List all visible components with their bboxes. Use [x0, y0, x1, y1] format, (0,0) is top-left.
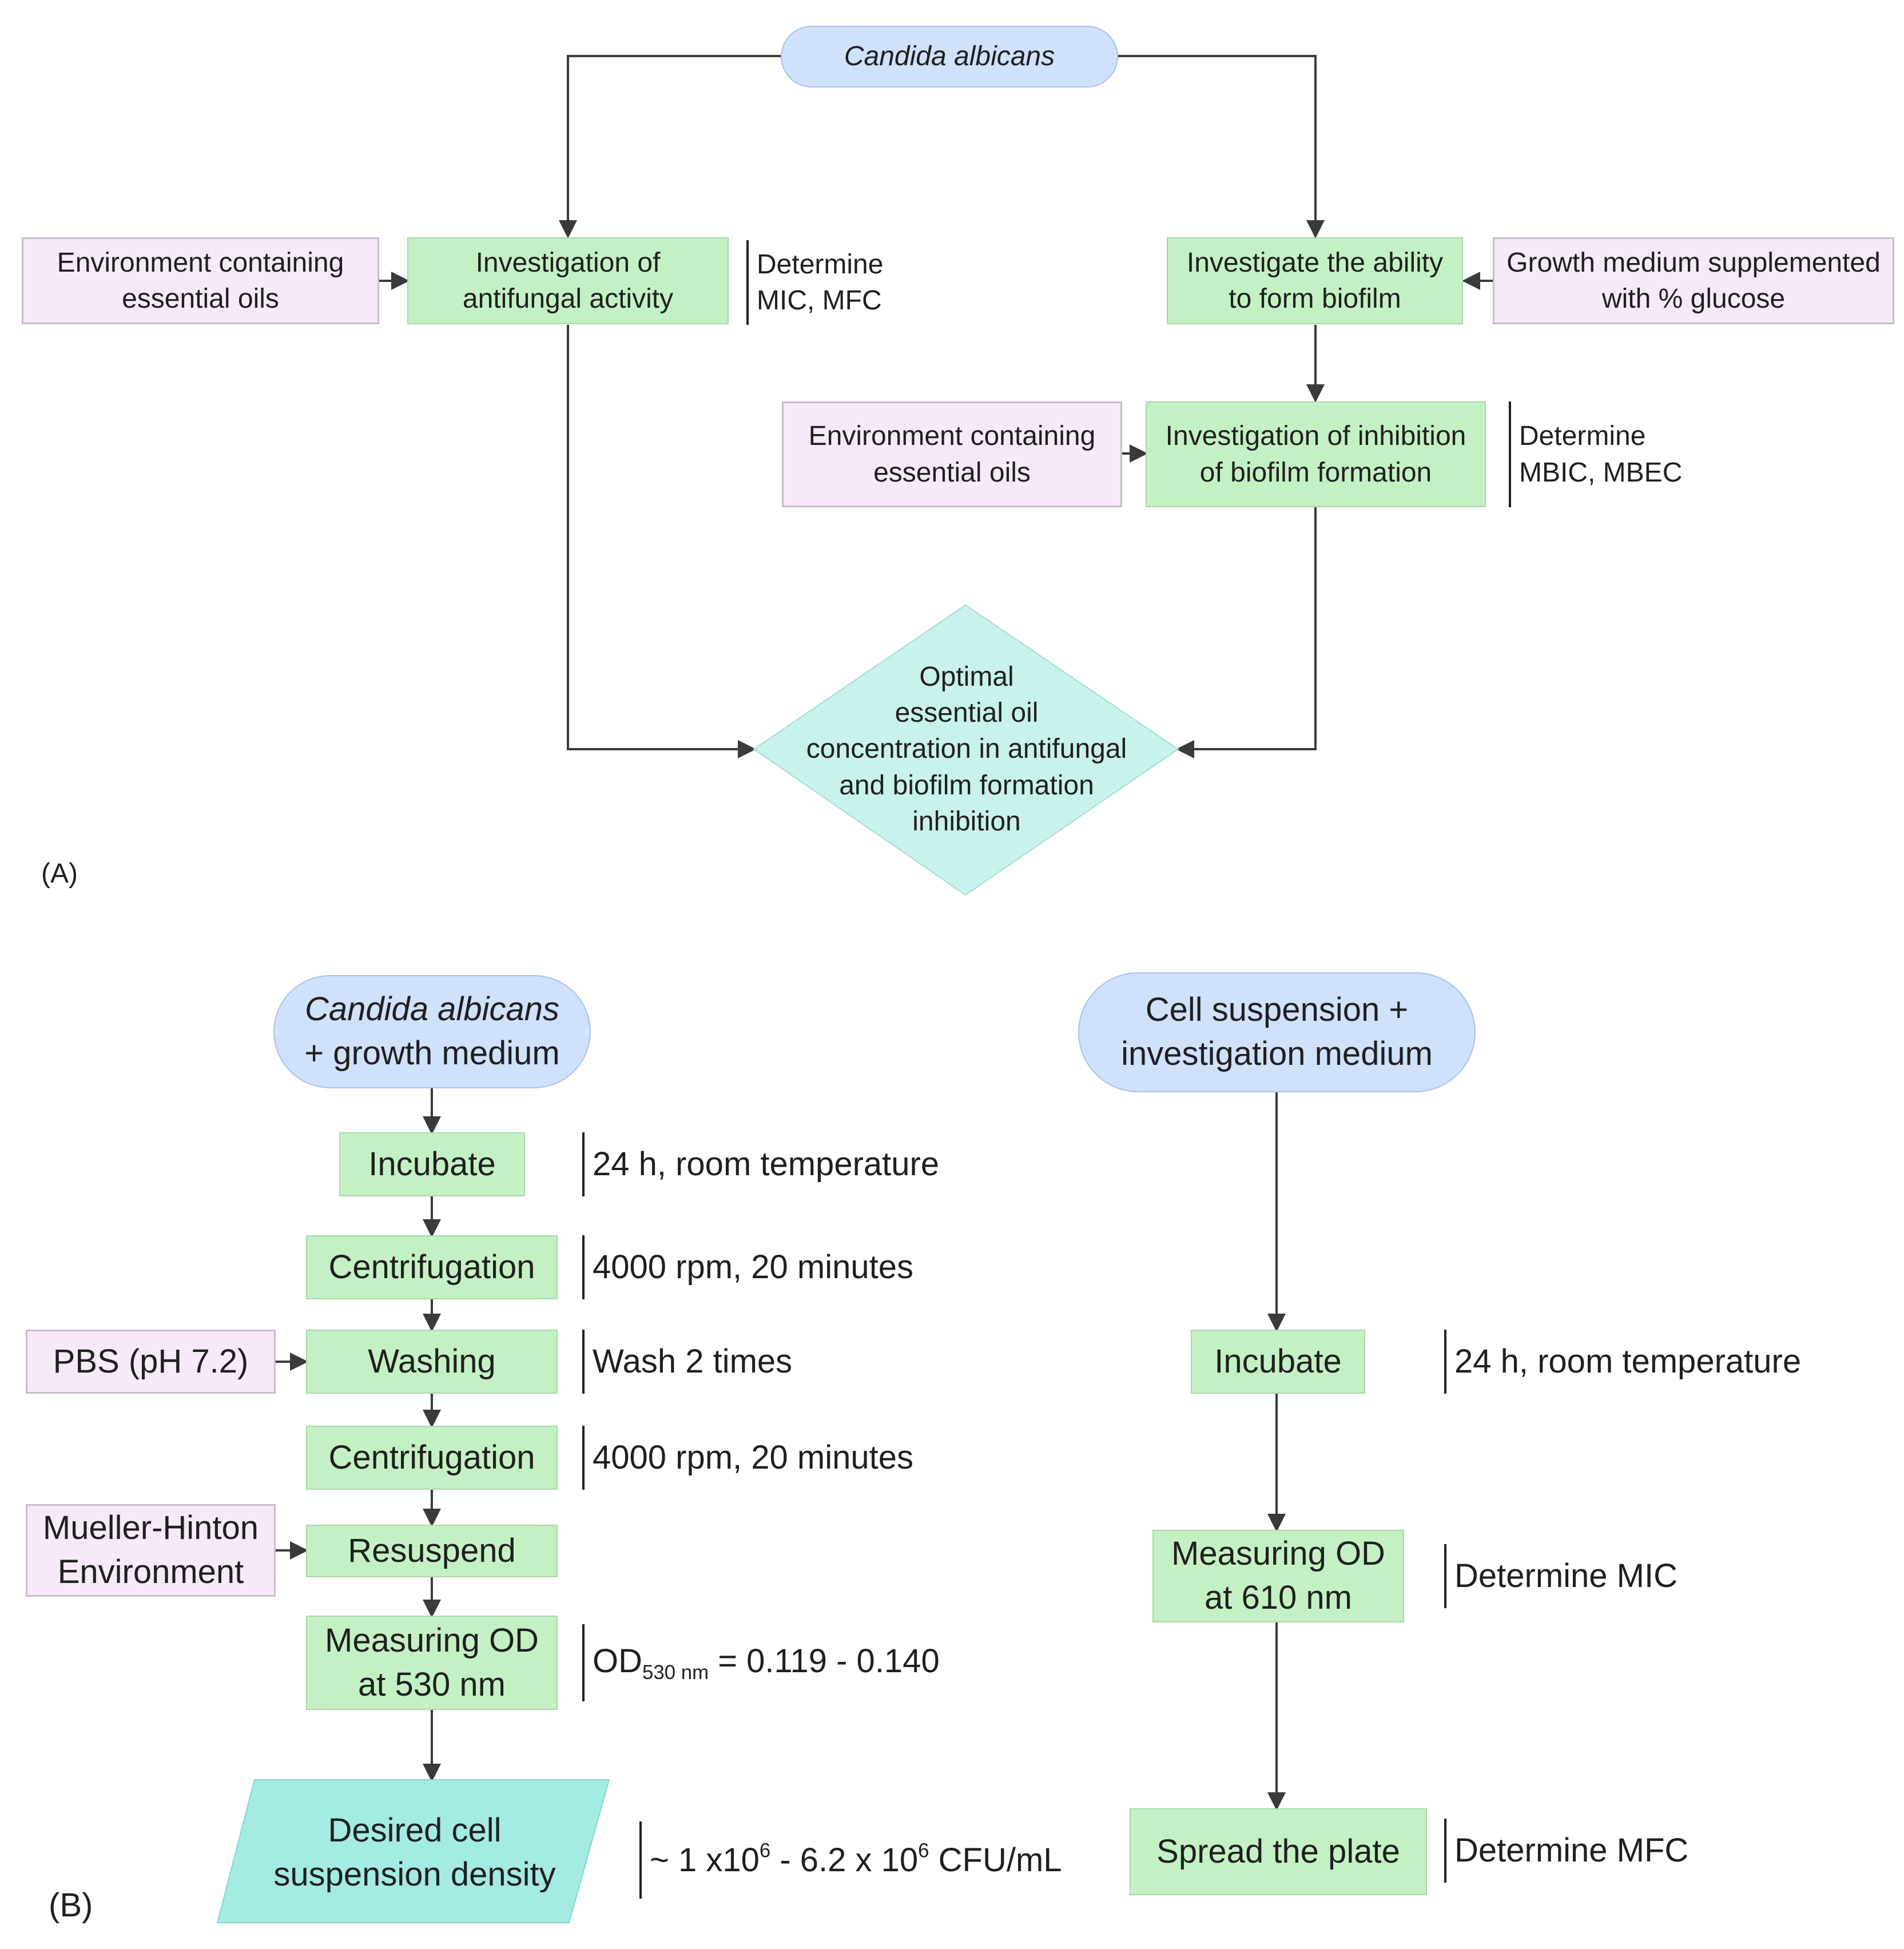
density-note: ~ 1 x106 - 6.2 x 106 CFU/mL — [639, 1821, 1062, 1899]
washing-text: Washing — [368, 1342, 496, 1380]
centrifugation-1-text: Centrifugation — [328, 1248, 535, 1286]
centrifugation-2-note: 4000 rpm, 20 minutes — [582, 1426, 913, 1490]
optimal-line4: and biofilm formation — [839, 770, 1094, 801]
density-note-text: ~ 1 x106 - 6.2 x 106 CFU/mL — [650, 1840, 1062, 1880]
desired-density-line2: suspension density — [273, 1856, 556, 1893]
incubate-left-text: Incubate — [368, 1145, 496, 1183]
cell-suspension-start: Cell suspension + investigation medium — [1078, 972, 1476, 1092]
measure-od-530-line2: at 530 nm — [358, 1665, 506, 1703]
measure-od-530-box: Measuring OD at 530 nm — [306, 1616, 558, 1710]
growth-medium-text: Growth medium supplemented with % glucos… — [1506, 247, 1881, 314]
washing-note: Wash 2 times — [582, 1330, 792, 1394]
measure-od-610-box: Measuring OD at 610 nm — [1152, 1530, 1404, 1622]
determine-mic-mfc-note: Determine MIC, MFC — [746, 240, 883, 325]
washing-note-text: Wash 2 times — [593, 1343, 793, 1381]
candida-start-line2: + growth medium — [304, 1035, 560, 1072]
env-essential-oils-mid: Environment containing essential oils — [782, 401, 1122, 507]
centrifugation-2-box: Centrifugation — [306, 1426, 558, 1490]
panel-b-label: (B) — [49, 1887, 93, 1924]
desired-density-data: Desired cell suspension density — [220, 1784, 609, 1922]
antifungal-activity-box: Investigation of antifungal activity — [407, 237, 729, 324]
inhibition-biofilm-box: Investigation of inhibition of biofilm f… — [1146, 401, 1486, 507]
env-essential-oils-mid-text: Environment containing essential oils — [808, 421, 1096, 488]
optimal-line3: concentration in antifungal — [806, 734, 1127, 765]
measure-od-610-line2: at 610 nm — [1205, 1579, 1352, 1616]
od-530-note-text: OD530 nm = 0.119 - 0.140 — [593, 1641, 940, 1685]
centrifugation-1-note: 4000 rpm, 20 minutes — [582, 1235, 913, 1299]
determine-mbic-mbec-line1: Determine — [1519, 421, 1646, 452]
biofilm-ability-box: Investigate the ability to form biofilm — [1167, 237, 1463, 324]
optimal-diamond-shape — [753, 604, 1179, 896]
incubate-right-box: Incubate — [1191, 1330, 1365, 1394]
determine-mbic-mbec-note: Determine MBIC, MBEC — [1509, 401, 1682, 507]
desired-density-line1: Desired cell — [328, 1812, 502, 1849]
optimal-line2: essential oil — [895, 697, 1039, 728]
determine-mbic-mbec-line2: MBIC, MBEC — [1519, 457, 1683, 488]
candida-albicans-root: Candida albicans — [781, 26, 1118, 87]
panel-a-label: (A) — [41, 858, 78, 889]
pbs-text: PBS (pH 7.2) — [53, 1342, 249, 1380]
resuspend-box: Resuspend — [306, 1525, 558, 1577]
candida-albicans-root-text: Candida albicans — [844, 41, 1055, 72]
spread-plate-box: Spread the plate — [1130, 1808, 1427, 1895]
determine-mfc-note: Determine MFC — [1444, 1819, 1688, 1883]
incubate-right-note-text: 24 h, room temperature — [1454, 1343, 1802, 1381]
od-530-value: = 0.119 - 0.140 — [709, 1642, 940, 1680]
resuspend-text: Resuspend — [348, 1532, 516, 1569]
pbs-box: PBS (pH 7.2) — [26, 1330, 276, 1394]
determine-mic-note: Determine MIC — [1444, 1544, 1678, 1608]
determine-mic-mfc-line1: Determine — [757, 249, 884, 280]
biofilm-ability-text: Investigate the ability to form biofilm — [1186, 247, 1444, 314]
density-parallelogram-shape — [216, 1779, 610, 1923]
mueller-hinton-line1: Mueller-Hinton — [42, 1509, 259, 1547]
od-530-prefix: OD — [593, 1642, 642, 1680]
cell-suspension-line1: Cell suspension + — [1145, 991, 1409, 1029]
optimal-line1: Optimal — [919, 661, 1014, 692]
candida-start-line1: Candida albicans — [305, 991, 559, 1028]
incubate-right-note: 24 h, room temperature — [1444, 1330, 1801, 1394]
determine-mfc-note-text: Determine MFC — [1454, 1832, 1689, 1870]
optimal-line5: inhibition — [912, 806, 1021, 837]
density-b-sup: 6 — [918, 1839, 929, 1862]
edge-antifungal-to-optimal — [567, 325, 756, 758]
centrifugation-2-note-text: 4000 rpm, 20 minutes — [593, 1439, 913, 1477]
density-b: - 6.2 x 10 — [770, 1841, 919, 1879]
mueller-hinton-box: Mueller-Hinton Environment — [26, 1504, 276, 1597]
determine-mic-note-text: Determine MIC — [1454, 1557, 1678, 1595]
mueller-hinton-line2: Environment — [57, 1553, 244, 1590]
optimal-concentration-decision: Optimal essential oil concentration in a… — [795, 658, 1138, 841]
env-essential-oils-left: Environment containing essential oils — [22, 237, 379, 324]
density-c: CFU/mL — [929, 1841, 1062, 1879]
growth-medium-box: Growth medium supplemented with % glucos… — [1493, 237, 1894, 324]
determine-mic-mfc-line2: MIC, MFC — [757, 285, 882, 316]
measure-od-610-line1: Measuring OD — [1171, 1535, 1385, 1573]
env-essential-oils-left-text: Environment containing essential oils — [57, 247, 344, 314]
density-a: ~ 1 x10 — [650, 1841, 760, 1879]
candida-growth-medium-start: Candida albicans + growth medium — [273, 975, 591, 1088]
density-a-sup: 6 — [759, 1839, 771, 1862]
centrifugation-2-text: Centrifugation — [328, 1438, 535, 1476]
incubate-left-note-text: 24 h, room temperature — [593, 1145, 940, 1183]
incubate-left-box: Incubate — [339, 1132, 525, 1196]
incubate-left-note: 24 h, room temperature — [582, 1132, 939, 1196]
edge-root-to-antifungal — [559, 55, 781, 238]
centrifugation-1-note-text: 4000 rpm, 20 minutes — [593, 1248, 913, 1286]
cell-suspension-line2: investigation medium — [1121, 1035, 1433, 1072]
incubate-right-text: Incubate — [1214, 1342, 1342, 1380]
antifungal-activity-text: Investigation of antifungal activity — [462, 247, 674, 314]
spread-plate-text: Spread the plate — [1156, 1832, 1400, 1870]
edge-root-to-biofilm-ability — [1118, 55, 1325, 238]
inhibition-biofilm-text: Investigation of inhibition of biofilm f… — [1165, 421, 1466, 488]
measure-od-530-line1: Measuring OD — [325, 1621, 539, 1659]
od-530-note: OD530 nm = 0.119 - 0.140 — [582, 1624, 940, 1701]
edge-inhibition-to-optimal — [1176, 507, 1317, 758]
od-530-subscript: 530 nm — [642, 1661, 709, 1684]
washing-box: Washing — [306, 1330, 558, 1394]
centrifugation-1-box: Centrifugation — [306, 1235, 558, 1299]
